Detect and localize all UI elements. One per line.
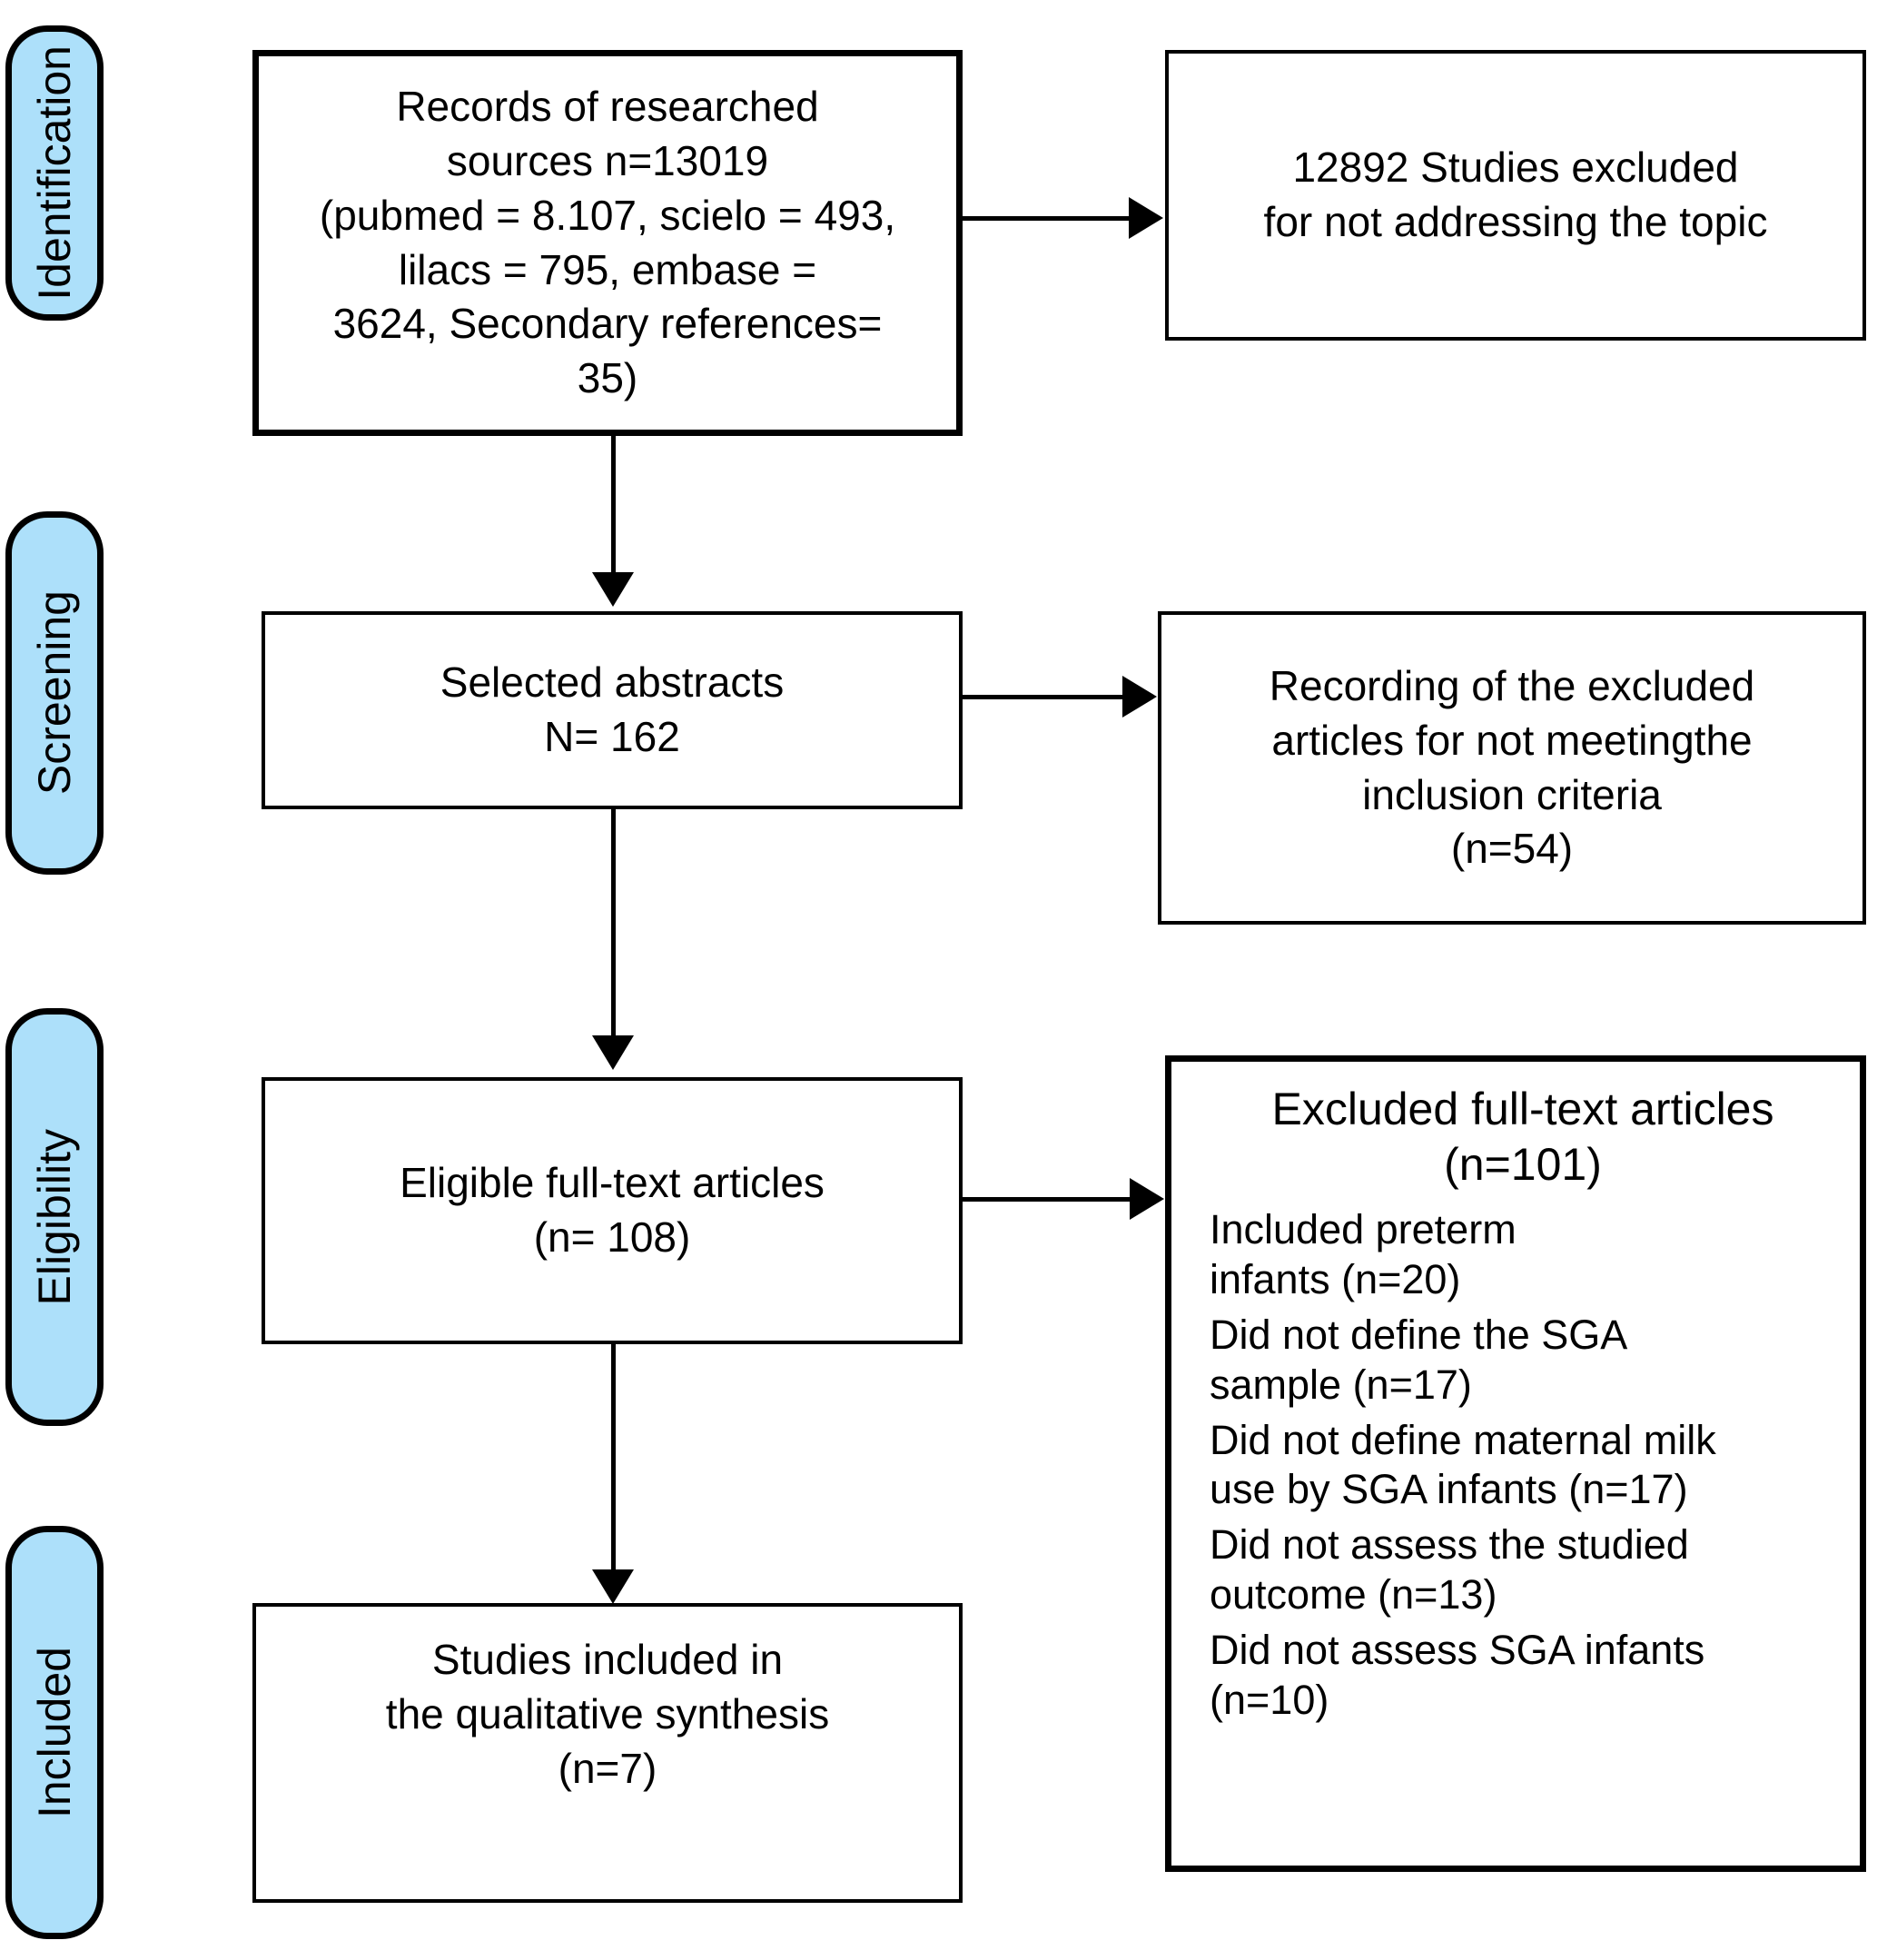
excluded-fulltext-content: Excluded full-text articles (n=101) Incl… [1171, 1062, 1860, 1866]
box-selected-abstracts: Selected abstracts N= 162 [262, 611, 963, 809]
connector-eligible-to-excluded-fulltext [963, 1197, 1131, 1202]
box-excluded-not-addressing-topic: 12892 Studies excluded for not addressin… [1165, 50, 1866, 341]
box-excluded-inclusion-criteria: Recording of the excluded articles for n… [1158, 611, 1866, 925]
excluded-reason-item: Did not assess SGA infants (n=10) [1210, 1627, 1705, 1724]
box-studies-included: Studies included in the qualitative synt… [252, 1603, 963, 1903]
arrowhead-records-to-abstracts [592, 572, 634, 607]
box-excluded-fulltext-articles: Excluded full-text articles (n=101) Incl… [1165, 1055, 1866, 1872]
box-records-identified: Records of researched sources n=13019 (p… [252, 50, 963, 436]
excluded-fulltext-heading: Excluded full-text articles (n=101) [1271, 1084, 1774, 1190]
stage-pill-screening: Screening [5, 511, 104, 875]
arrowhead-eligible-to-excluded-fulltext [1130, 1178, 1164, 1220]
excluded-reason-item: Included preterm infants (n=20) [1210, 1206, 1517, 1302]
box-studies-included-text: Studies included in the qualitative synt… [385, 1636, 830, 1792]
stage-label-identification: Identification [29, 45, 80, 301]
box-excluded-not-addressing-topic-text: 12892 Studies excluded for not addressin… [1263, 144, 1768, 245]
stage-label-screening: Screening [29, 590, 80, 796]
arrowhead-eligible-to-included [592, 1569, 634, 1604]
stage-label-included: Included [29, 1646, 80, 1819]
box-eligible-fulltext-articles-text: Eligible full-text articles (n= 108) [400, 1159, 825, 1261]
connector-records-to-excluded-topic [963, 216, 1131, 221]
connector-abstracts-to-eligible [611, 809, 616, 1044]
box-eligible-fulltext-articles: Eligible full-text articles (n= 108) [262, 1077, 963, 1344]
connector-records-to-abstracts [611, 436, 616, 579]
stage-pill-included: Included [5, 1526, 104, 1939]
box-excluded-inclusion-criteria-text: Recording of the excluded articles for n… [1269, 661, 1755, 873]
stage-pill-eligibility: Eligibility [5, 1008, 104, 1426]
excluded-reason-item: Did not define maternal milk use by SGA … [1210, 1416, 1716, 1513]
stage-label-eligibility: Eligibility [29, 1128, 80, 1306]
excluded-reason-item: Did not assess the studied outcome (n=13… [1210, 1521, 1689, 1618]
connector-eligible-to-included [611, 1344, 616, 1577]
arrowhead-abstracts-to-eligible [592, 1035, 634, 1070]
stage-pill-identification: Identification [5, 25, 104, 321]
box-selected-abstracts-text: Selected abstracts N= 162 [440, 658, 785, 760]
excluded-reason-item: Did not define the SGA sample (n=17) [1210, 1311, 1628, 1408]
arrowhead-abstracts-to-excluded-criteria [1122, 676, 1157, 718]
connector-abstracts-to-excluded-criteria [963, 695, 1124, 699]
box-records-identified-text: Records of researched sources n=13019 (p… [319, 83, 896, 402]
arrowhead-records-to-excluded-topic [1129, 197, 1163, 239]
